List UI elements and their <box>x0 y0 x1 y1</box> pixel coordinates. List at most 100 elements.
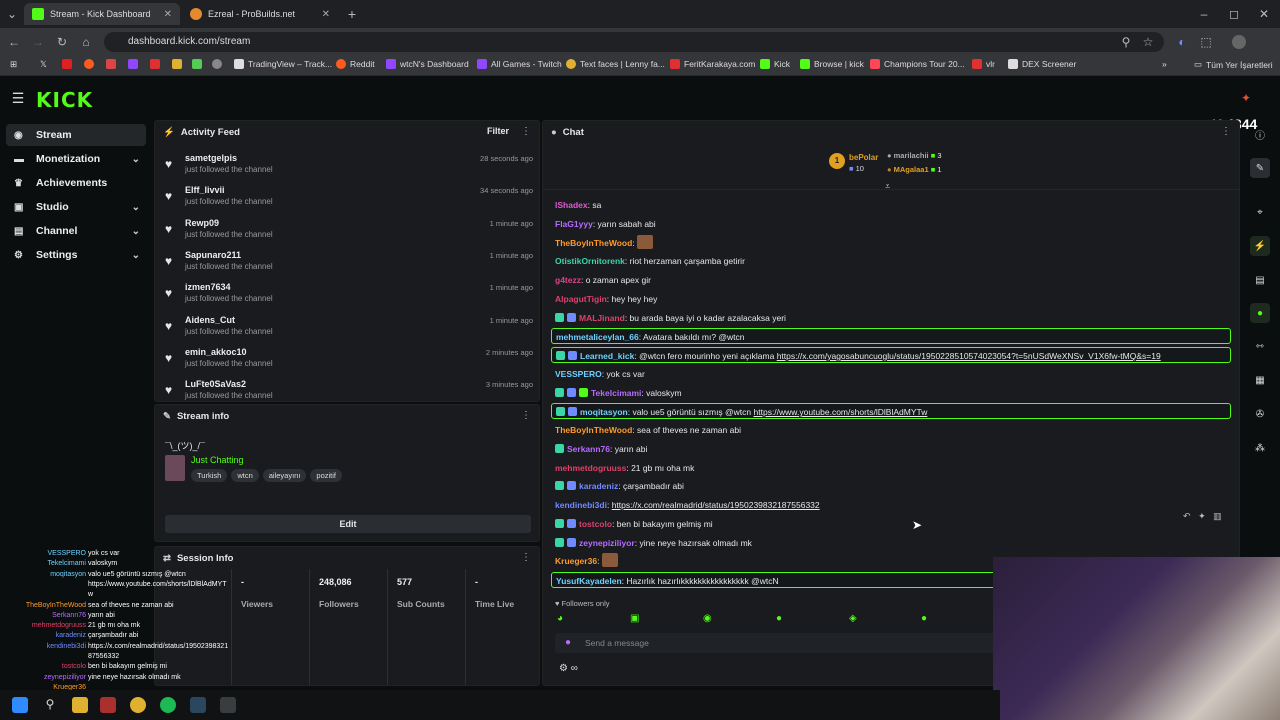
nodes-tool-icon[interactable]: ⁂ <box>1255 442 1265 454</box>
chat-link[interactable]: https://x.com/yagosabuncuoglu/status/195… <box>776 351 1161 361</box>
tag-chip[interactable]: Turkish <box>191 469 228 482</box>
chat-settings-icon[interactable]: ⚙ ∞ <box>559 663 578 674</box>
chat-username[interactable]: kendinebi3di <box>555 500 607 510</box>
emote-icon[interactable]: ▣ <box>630 613 640 624</box>
user-avatar[interactable]: ✦ <box>1240 91 1252 105</box>
filter-button[interactable]: Filter <box>486 126 509 136</box>
chat-username[interactable]: mehmetaliceylan_66 <box>556 332 639 343</box>
more-options-icon[interactable]: ⋮ <box>1221 126 1231 137</box>
mic-icon[interactable]: ● <box>565 637 572 648</box>
gifter-name[interactable]: marilachii <box>893 151 929 160</box>
bookmark-tradingview[interactable]: TradingView – Track... <box>234 59 332 69</box>
chat-message[interactable]: mehmetdogruuss: 21 gb mı oha mk <box>555 462 695 473</box>
more-options-icon[interactable]: ⋮ <box>521 410 531 421</box>
chat-message[interactable]: AlpagutTigin: hey hey hey <box>555 293 658 304</box>
tab-kick-dashboard[interactable]: Stream - Kick Dashboard ✕ <box>24 3 180 25</box>
chat-username[interactable]: tostcolo <box>579 518 613 529</box>
chat-username[interactable]: Learned_kick <box>580 351 635 361</box>
chat-message[interactable]: TheBoyInTheWood: sea of theves ne zaman … <box>555 425 741 435</box>
chat-username[interactable]: Serkann76 <box>567 443 610 454</box>
youtube-bookmark-icon[interactable] <box>62 59 72 69</box>
gmail-bookmark-icon[interactable] <box>106 59 116 69</box>
bookmark-icon[interactable] <box>172 59 182 69</box>
sidebar-item-settings[interactable]: ⚙Settings⌄ <box>6 244 146 266</box>
home-icon[interactable]: ⌂ <box>82 35 90 49</box>
pin-toggle-icon[interactable]: ⩡ <box>885 181 891 191</box>
bolt-tool-icon[interactable]: ⚡ <box>1250 236 1270 256</box>
emote-icon[interactable]: ◉ <box>703 613 712 624</box>
bookmark-vlr[interactable]: vlr <box>972 59 995 69</box>
chat-message[interactable]: VESSPERO: yok cs var <box>555 368 645 379</box>
bookmark-wtcn-dashboard[interactable]: wtcN's Dashboard <box>386 59 469 69</box>
follower-name[interactable]: Sapunaro211 <box>185 249 242 260</box>
chat-username[interactable]: Tekelcimami <box>591 387 642 398</box>
chat-message[interactable]: kendinebi3di: https://x.com/realmadrid/s… <box>555 500 820 510</box>
chat-message[interactable]: karadeniz: çarşambadır abi <box>555 478 1235 494</box>
edit-layout-icon[interactable]: ✎ <box>1250 158 1270 178</box>
chat-username[interactable]: TheBoyInTheWood <box>555 425 633 435</box>
bookmark-champions-tour[interactable]: Champions Tour 20... <box>870 59 965 69</box>
bookmark-reddit[interactable]: Reddit <box>336 59 375 69</box>
tag-chip[interactable]: aileyayını <box>262 469 307 482</box>
extension-icon[interactable]: ◐ <box>1178 35 1186 49</box>
chat-username[interactable]: VESSPERO <box>555 368 602 379</box>
crosshair-icon[interactable]: ⌖ <box>1257 206 1263 218</box>
forward-icon[interactable]: → <box>32 35 44 49</box>
document-tool-icon[interactable]: ▤ <box>1255 274 1265 286</box>
file-explorer-icon[interactable] <box>72 697 88 713</box>
sidebar-item-channel[interactable]: ▤Channel⌄ <box>6 220 146 242</box>
spotify-icon[interactable] <box>160 697 176 713</box>
chat-message[interactable]: mehmetaliceylan_66: Avatara bakıldı mı? … <box>551 328 1231 345</box>
app-icon[interactable] <box>220 697 236 713</box>
follower-name[interactable]: emin_akkoc10 <box>185 346 247 357</box>
follower-name[interactable]: Aidens_Cut <box>185 314 236 325</box>
chat-username[interactable]: lShadex <box>555 200 588 210</box>
reddit-bookmark-icon[interactable] <box>84 59 94 69</box>
chat-message[interactable]: zeynepiziliyor: yine neye hazırsak olmad… <box>555 535 1235 551</box>
more-options-icon[interactable]: ⋮ <box>521 552 531 563</box>
follower-name[interactable]: izmen7634 <box>185 282 231 293</box>
taskbar-search-icon[interactable]: ⚲ <box>45 697 55 711</box>
sidebar-item-achievements[interactable]: ♛Achievements <box>6 172 146 194</box>
gifter-name[interactable]: MAgalaa1 <box>893 165 929 174</box>
minimize-icon[interactable]: – <box>1200 7 1208 21</box>
chat-username[interactable]: zeynepiziliyor <box>579 537 635 548</box>
info-icon[interactable]: ⓘ <box>1255 130 1265 142</box>
more-bookmarks-icon[interactable]: » <box>1162 59 1167 69</box>
tag-chip[interactable]: wtcn <box>231 469 259 482</box>
windows-start-icon[interactable] <box>12 697 28 713</box>
new-tab-button[interactable]: + <box>347 6 357 22</box>
tab-search-icon[interactable]: ⌄ <box>6 7 18 21</box>
chat-message[interactable]: lShadex: sa <box>555 200 602 210</box>
bookmark-star-icon[interactable]: ☆ <box>1142 35 1154 49</box>
steam-icon[interactable] <box>190 697 206 713</box>
chat-message[interactable]: moqitasyon: valo ue5 görüntü sızmış @wtc… <box>551 403 1231 420</box>
chat-username[interactable]: OtistikOrnitorenk <box>555 256 625 267</box>
list-tool-icon[interactable]: ▦ <box>1255 374 1265 386</box>
emote-icon[interactable]: ◕ <box>557 613 564 624</box>
chat-username[interactable]: FlaG1yyy <box>555 218 593 229</box>
chat-input[interactable]: ● Send a message <box>555 633 995 653</box>
chrome-icon[interactable] <box>130 697 146 713</box>
profile-avatar[interactable] <box>1232 35 1246 49</box>
zoom-icon[interactable]: ⚲ <box>1121 35 1131 49</box>
follower-name[interactable]: Elff_livvii <box>185 185 225 196</box>
chat-username[interactable]: Krueger36 <box>555 556 598 567</box>
chat-message[interactable]: Tekelcimami: valoskym <box>555 385 1235 401</box>
tag-chip[interactable]: pozitif <box>310 469 343 482</box>
kick-logo[interactable]: KICK <box>36 88 94 112</box>
emote-icon[interactable]: ◈ <box>849 613 857 624</box>
chat-username[interactable]: YusufKayadelen <box>556 576 622 586</box>
chat-message[interactable]: FlaG1yyy: yarın sabah abi <box>555 218 656 229</box>
wrench-tool-icon[interactable]: ✇ <box>1255 408 1265 420</box>
sidebar-item-studio[interactable]: ▣Studio⌄ <box>6 196 146 218</box>
bookmark-feritkarakaya[interactable]: FeritKarakaya.com <box>670 59 755 69</box>
chat-username[interactable]: g4tezz <box>555 275 581 285</box>
chat-message[interactable]: TheBoyInTheWood: <box>555 234 1235 251</box>
more-options-icon[interactable]: ⋮ <box>521 126 531 137</box>
close-tab-icon[interactable]: ✕ <box>163 8 172 20</box>
chat-message[interactable]: g4tezz: o zaman apex gir <box>555 275 651 285</box>
bookmark-text-faces[interactable]: Text faces | Lenny fa... <box>566 59 665 69</box>
bookmark-kick[interactable]: Kick <box>760 59 790 69</box>
chat-username[interactable]: TheBoyInTheWood <box>555 237 633 248</box>
